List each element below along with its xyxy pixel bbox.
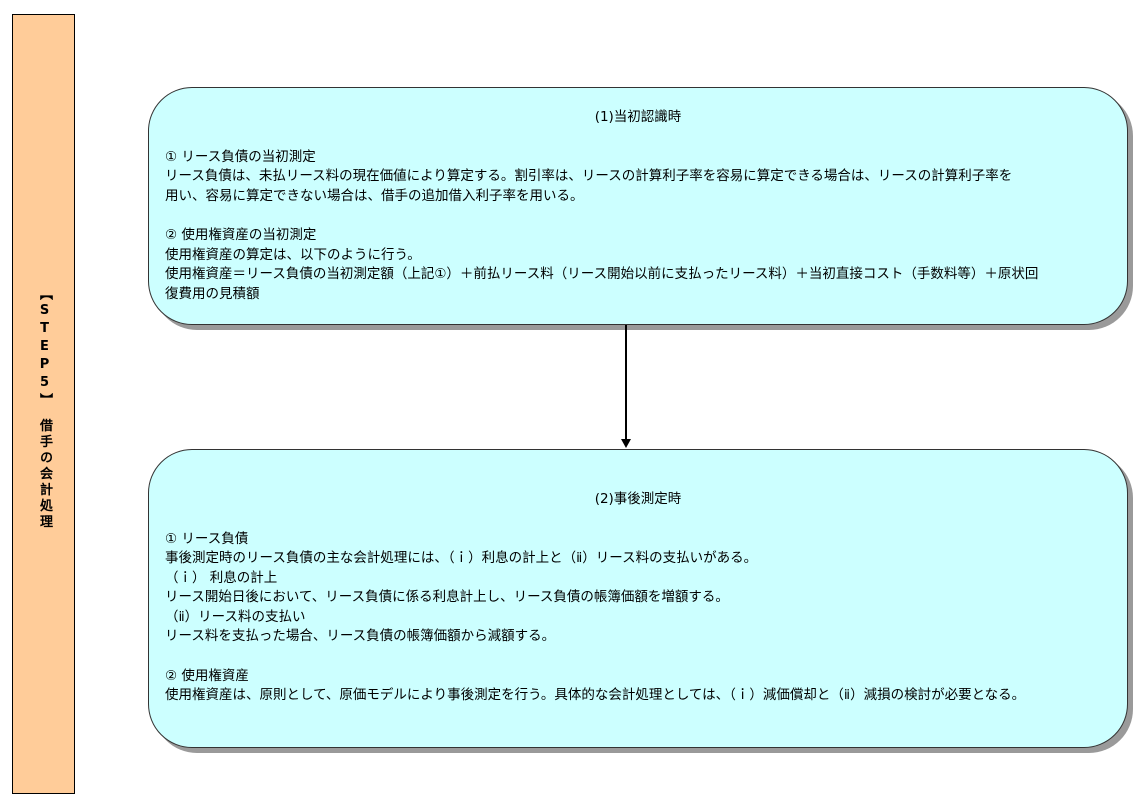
body-line: （ⅱ）リース料の支払い bbox=[165, 608, 306, 625]
body-line: 用い、容易に算定できない場合は、借手の追加借入利子率を用いる。 bbox=[165, 187, 584, 204]
flow-arrow bbox=[625, 325, 627, 441]
section-heading: ① リース負債 bbox=[165, 530, 249, 547]
body-line: 使用権資産は、原則として、原価モデルにより事後測定を行う。具体的な会計処理として… bbox=[165, 687, 1026, 703]
section-heading: ① リース負債の当初測定 bbox=[165, 148, 316, 165]
body-line: 事後測定時のリース負債の主な会計処理には、（ｉ）利息の計上と（ⅱ）リース料の支払… bbox=[165, 550, 758, 566]
step-sidebar: 【STEP5】 借手の会計処理 bbox=[12, 14, 75, 794]
initial-title: (1)当初認識時 bbox=[594, 109, 682, 125]
subsequent-title: (2)事後測定時 bbox=[594, 491, 682, 507]
body-line: リース開始日後において、リース負債に係る利息計上し、リース負債の帳簿価額を増額す… bbox=[165, 589, 729, 605]
section-heading: ② 使用権資産の当初測定 bbox=[165, 227, 317, 243]
body-line: リース料を支払った場合、リース負債の帳簿価額から減額する。 bbox=[165, 628, 556, 644]
initial-recognition-box: (1)当初認識時 ① リース負債の当初測定 リース負債は、未払リース料の現在価値… bbox=[148, 87, 1128, 325]
body-line: 使用権資産＝リース負債の当初測定額（上記①）＋前払リース料（リース開始以前に支払… bbox=[165, 266, 1039, 282]
section-heading: ② 使用権資産 bbox=[165, 667, 249, 684]
body-line: リース負債は、未払リース料の現在価値により算定する。割引率は、リースの計算利子率… bbox=[165, 168, 1013, 184]
arrow-head-icon bbox=[621, 439, 631, 448]
body-line: 復費用の見積額 bbox=[165, 285, 260, 302]
step-label: 【STEP5】 借手の会計処理 bbox=[37, 287, 52, 531]
body-line: （ｉ） 利息の計上 bbox=[165, 569, 278, 586]
subsequent-measurement-box: (2)事後測定時 ① リース負債 事後測定時のリース負債の主な会計処理には、（ｉ… bbox=[148, 449, 1128, 748]
body-line: 使用権資産の算定は、以下のように行う。 bbox=[165, 246, 421, 263]
